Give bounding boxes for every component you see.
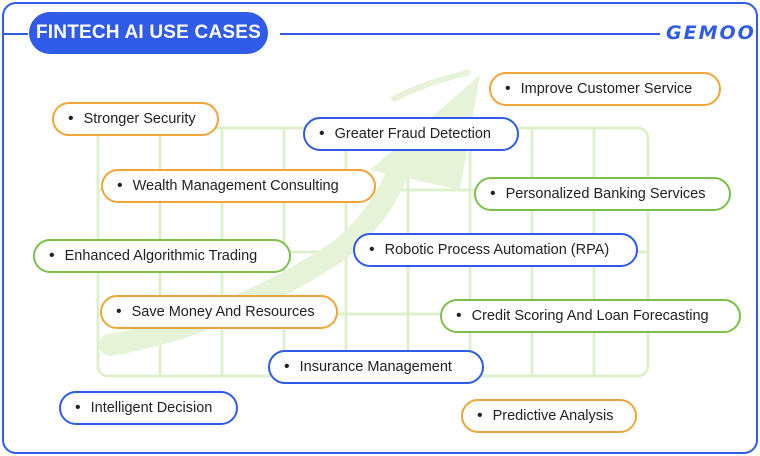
- use-case-label: Improve Customer Service: [520, 81, 693, 97]
- use-case-label: Personalized Banking Services: [505, 186, 706, 202]
- bullet-icon: •: [369, 241, 375, 258]
- use-case-pill: • Predictive Analysis: [461, 399, 637, 433]
- use-case-label: Credit Scoring And Loan Forecasting: [471, 308, 709, 324]
- use-case-pill: • Wealth Management Consulting: [101, 169, 376, 203]
- bullet-icon: •: [49, 247, 55, 264]
- use-case-pill: • Stronger Security: [52, 102, 219, 136]
- bullet-icon: •: [75, 399, 81, 416]
- use-case-label: Predictive Analysis: [492, 408, 614, 424]
- bullet-icon: •: [68, 110, 74, 127]
- bullet-icon: •: [117, 177, 123, 194]
- use-case-label: Save Money And Resources: [131, 304, 315, 320]
- use-case-label: Robotic Process Automation (RPA): [384, 242, 610, 258]
- use-case-label: Enhanced Algorithmic Trading: [64, 248, 258, 264]
- bullet-icon: •: [505, 80, 511, 97]
- bullet-icon: •: [319, 125, 325, 142]
- use-case-pill: • Insurance Management: [268, 350, 484, 384]
- use-case-pill: • Enhanced Algorithmic Trading: [33, 239, 291, 273]
- bullet-icon: •: [284, 358, 290, 375]
- bullet-icon: •: [456, 307, 462, 324]
- use-case-label: Wealth Management Consulting: [132, 178, 339, 194]
- use-case-label: Greater Fraud Detection: [334, 126, 491, 142]
- use-case-label: Stronger Security: [83, 111, 196, 127]
- use-case-pill: • Save Money And Resources: [100, 295, 338, 329]
- bullet-icon: •: [490, 185, 496, 202]
- header-rule-left: [4, 33, 28, 35]
- use-case-pill: • Credit Scoring And Loan Forecasting: [440, 299, 741, 333]
- page-title: FINTECH AI USE CASES: [29, 12, 268, 54]
- brand-logo: GEMOO: [666, 22, 756, 44]
- use-case-label: Insurance Management: [299, 359, 452, 375]
- use-case-pill: • Greater Fraud Detection: [303, 117, 519, 151]
- use-case-pill: • Intelligent Decision: [59, 391, 238, 425]
- use-case-pill: • Personalized Banking Services: [474, 177, 731, 211]
- use-case-label: Intelligent Decision: [90, 400, 213, 416]
- bullet-icon: •: [477, 407, 483, 424]
- use-case-pill: • Robotic Process Automation (RPA): [353, 233, 638, 267]
- header-rule-right: [280, 33, 660, 35]
- use-case-pill: • Improve Customer Service: [489, 72, 721, 106]
- bullet-icon: •: [116, 303, 122, 320]
